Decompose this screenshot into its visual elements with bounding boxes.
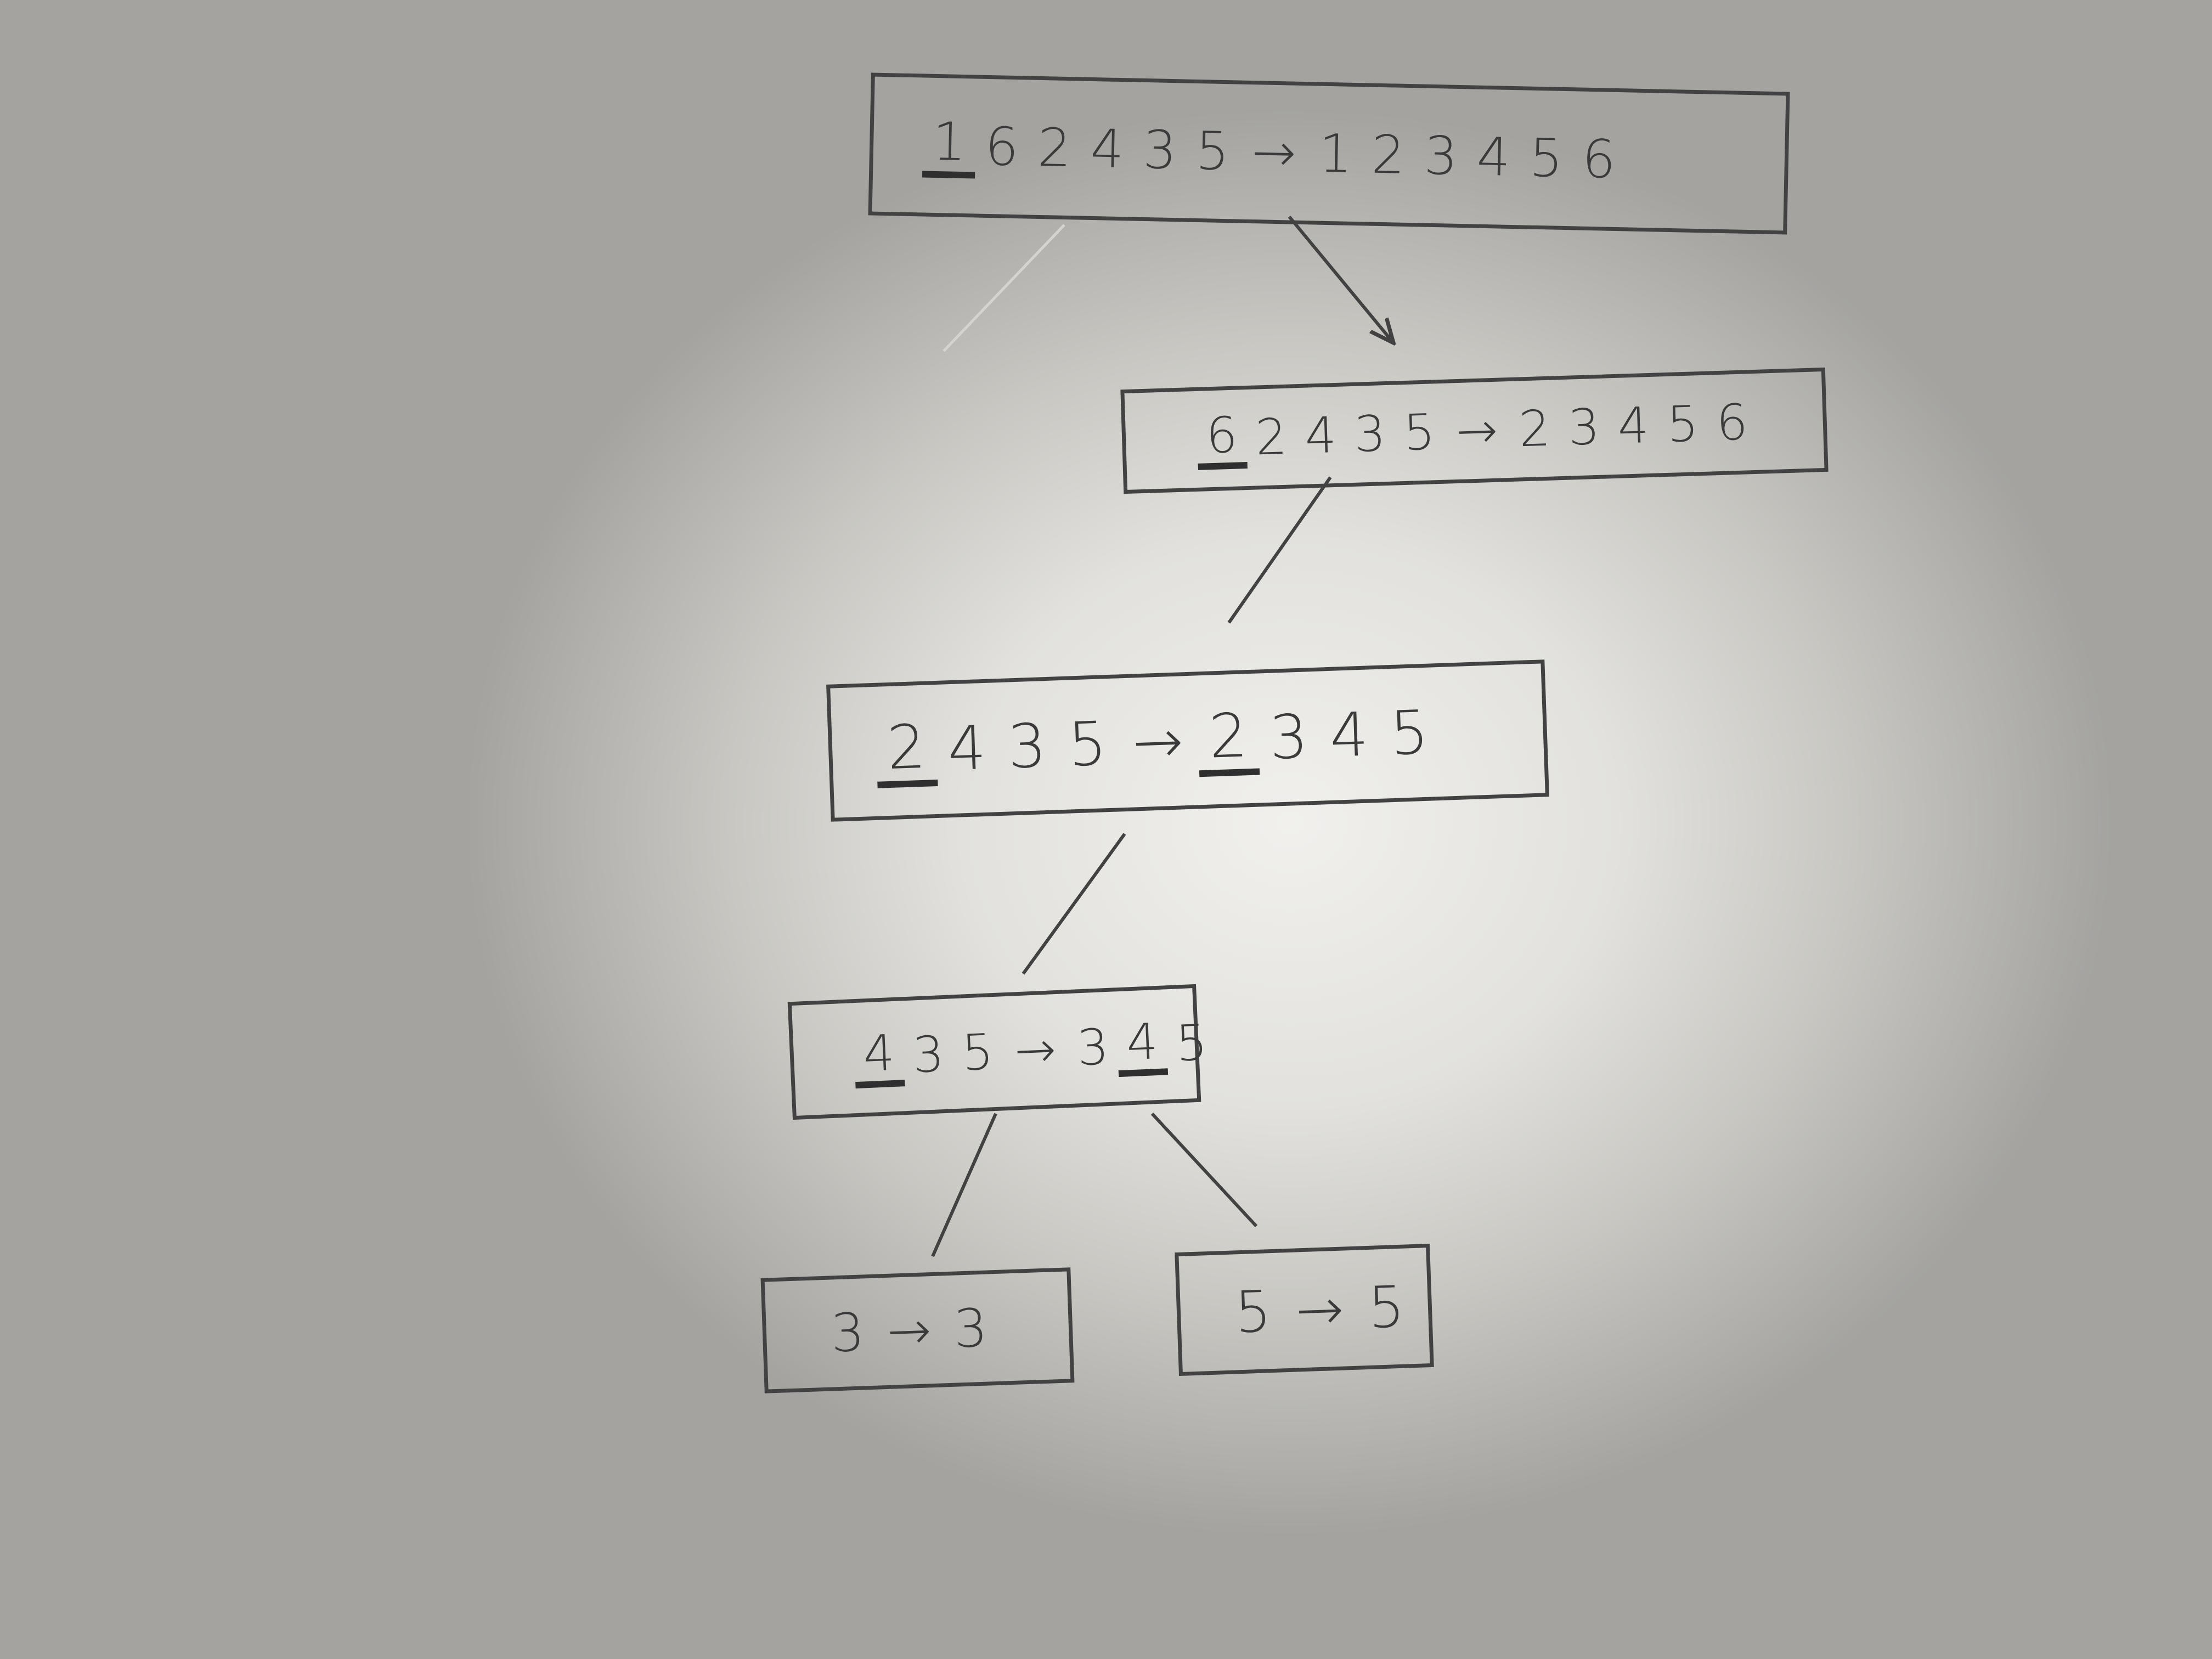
- output-digit: 4: [1116, 1013, 1169, 1077]
- maps-to-arrow: →: [1294, 1275, 1345, 1344]
- input-sequence: 5: [1223, 1277, 1283, 1346]
- output-digit: 5: [1528, 127, 1564, 189]
- input-digit: 4: [853, 1024, 905, 1089]
- output-digit: 3: [1567, 398, 1601, 457]
- input-digit: 3: [1142, 119, 1177, 182]
- output-digit: 3: [1268, 701, 1310, 773]
- output-digit: 4: [1476, 126, 1511, 188]
- output-digit: 3: [952, 1297, 989, 1360]
- edge-root-to-6-subtree: [1288, 216, 1393, 343]
- output-sequence: 5: [1357, 1273, 1416, 1342]
- edge-4-to-5-leaf: [1150, 1112, 1258, 1228]
- output-digit: 6: [1715, 393, 1749, 452]
- maps-to-arrow: →: [1251, 121, 1297, 184]
- edge-faint-left: [943, 224, 1065, 352]
- edge-4-to-3-leaf: [931, 1113, 997, 1257]
- output-digit: 3: [1076, 1018, 1110, 1077]
- input-digit: 3: [1353, 404, 1387, 464]
- input-digit: 5: [1195, 120, 1230, 183]
- input-digit: 2: [875, 711, 938, 788]
- input-digit: 6: [984, 115, 1019, 178]
- node-leaf-right: 5 → 5: [1175, 1243, 1434, 1376]
- input-digit: 6: [1196, 406, 1248, 470]
- maps-to-arrow: →: [886, 1299, 933, 1362]
- maps-to-arrow: →: [1013, 1020, 1058, 1080]
- input-digit: 1: [922, 111, 977, 179]
- output-digit: 2: [1518, 399, 1551, 458]
- output-digit: 4: [1617, 396, 1650, 455]
- input-digit: 4: [946, 712, 988, 785]
- input-sequence: 3: [820, 1301, 875, 1364]
- input-digit: 4: [1304, 406, 1338, 465]
- edge-2-to-4-subtree: [1022, 833, 1126, 975]
- input-digit: 5: [1233, 1277, 1273, 1346]
- output-digit: 2: [1197, 700, 1260, 777]
- output-digit: 6: [1581, 128, 1617, 190]
- input-digit: 3: [830, 1301, 866, 1364]
- output-sequence: 3: [943, 1297, 998, 1360]
- input-digit: 4: [1090, 117, 1125, 180]
- input-digit: 5: [1066, 708, 1108, 780]
- output-digit: 2: [1370, 123, 1406, 186]
- input-digit: 5: [1402, 403, 1436, 462]
- output-digit: 3: [1423, 125, 1459, 187]
- output-digit: 5: [1389, 697, 1430, 769]
- input-digit: 3: [1006, 710, 1048, 782]
- output-digit: 1: [1318, 122, 1353, 185]
- output-digit: 5: [1367, 1273, 1406, 1341]
- input-digit: 2: [1254, 408, 1288, 467]
- output-digit: 5: [1666, 394, 1700, 454]
- node-leaf-left: 3 → 3: [760, 1267, 1075, 1393]
- input-digit: 5: [961, 1023, 995, 1082]
- maps-to-arrow: →: [1455, 401, 1499, 460]
- output-digit: 5: [1175, 1014, 1209, 1073]
- maps-to-arrow: →: [1131, 706, 1184, 778]
- edge-6-to-2-subtree: [1227, 476, 1332, 624]
- input-digit: 3: [911, 1025, 946, 1085]
- input-digit: 2: [1037, 116, 1072, 179]
- output-digit: 4: [1328, 699, 1370, 771]
